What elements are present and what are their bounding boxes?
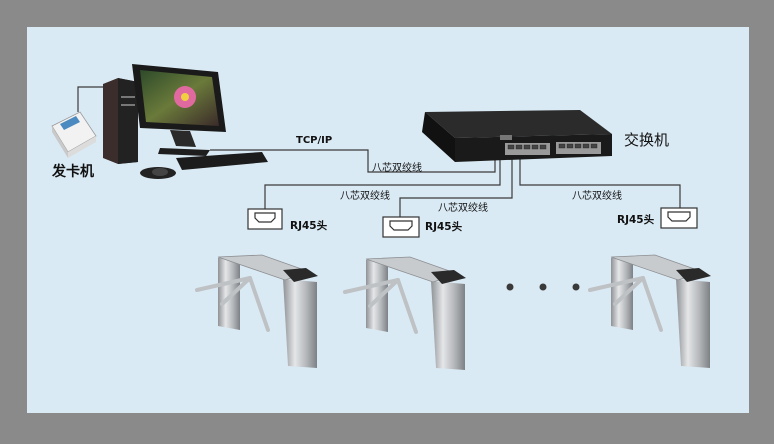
tcpip-label: TCP/IP — [296, 135, 333, 146]
card-issuer-label: 发卡机 — [52, 164, 94, 180]
cable-label: 八芯双绞线 — [340, 191, 390, 202]
keyboard-icon — [176, 152, 268, 170]
computer-icon — [103, 64, 226, 164]
tripod-turnstile-icon — [588, 254, 711, 368]
card-issuer-cable — [77, 86, 103, 112]
rj45-jack-icon — [382, 216, 420, 238]
network-switch-icon — [422, 110, 612, 162]
cable-label: 八芯双绞线 — [438, 203, 488, 214]
rj45-jack-icon — [247, 208, 283, 230]
cable-label: 八芯双绞线 — [372, 163, 422, 174]
tripod-turnstile-icon — [343, 256, 466, 370]
network-cables — [77, 86, 681, 217]
ellipsis-dots-icon — [506, 283, 580, 291]
rj45-jack-icon — [660, 207, 698, 229]
switch-label: 交换机 — [624, 131, 670, 149]
rj45-label: RJ45头 — [617, 214, 655, 226]
mouse-icon — [140, 167, 176, 179]
tripod-turnstile-icon — [195, 254, 318, 368]
rj45-label: RJ45头 — [425, 221, 463, 233]
rj45-label: RJ45头 — [290, 220, 328, 232]
card-issuer-icon — [51, 111, 97, 158]
cable-label: 八芯双绞线 — [572, 191, 622, 202]
